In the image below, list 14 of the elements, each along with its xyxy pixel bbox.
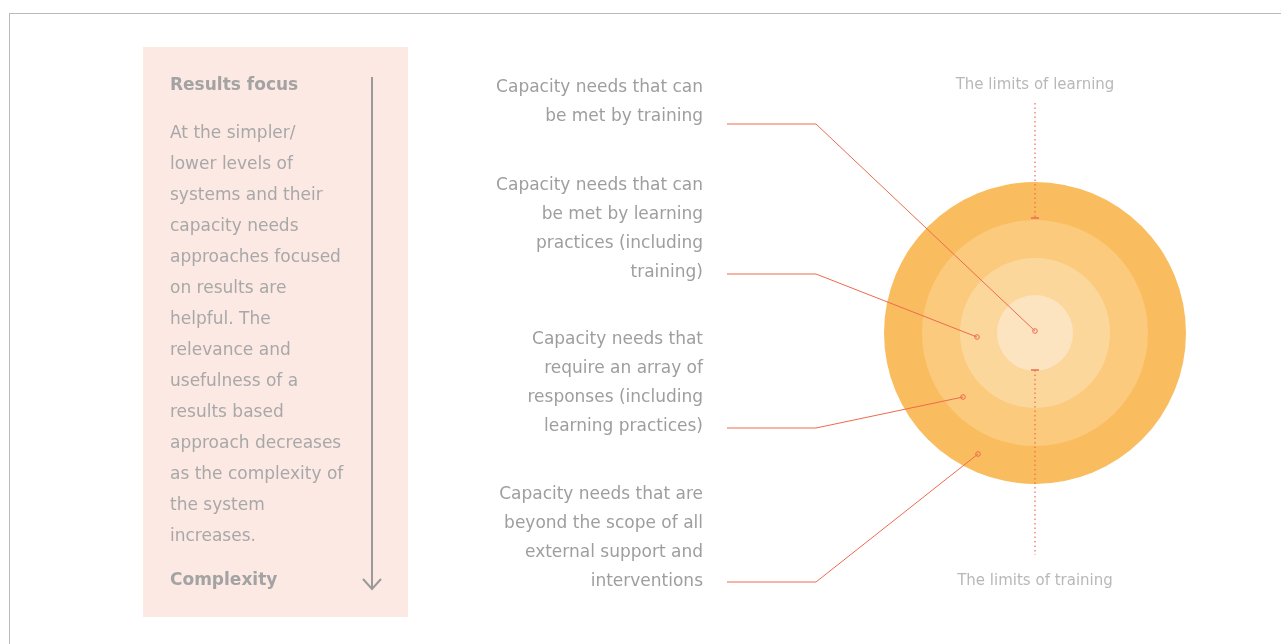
leader-line — [726, 273, 980, 340]
panel-heading: Results focus — [170, 74, 299, 94]
leader-line — [726, 123, 1038, 334]
leader-line — [726, 394, 966, 429]
limit-label: The limits of training — [957, 571, 1113, 589]
panel-paragraph: At the simpler/ lower levels of systems and their capacity needs approaches focused on results are helpful. The relevance and usefulness of a results based approach decreases as the complexity of the system increases. — [170, 121, 345, 547]
panel-heading: Complexity — [170, 569, 278, 589]
callout-text: Capacity needs that can be met by learning practices (including training) — [470, 170, 727, 288]
limit-label: The limits of learning — [955, 75, 1115, 93]
text-panel — [143, 47, 408, 617]
callout-text: Capacity needs that are beyond the scope of all external support and interventions — [470, 479, 727, 597]
callout-text: Capacity needs that require an array of responses (including learning practices) — [470, 324, 727, 442]
leader-line — [726, 451, 981, 583]
callout-text: Capacity needs that can be met by training — [470, 72, 727, 132]
